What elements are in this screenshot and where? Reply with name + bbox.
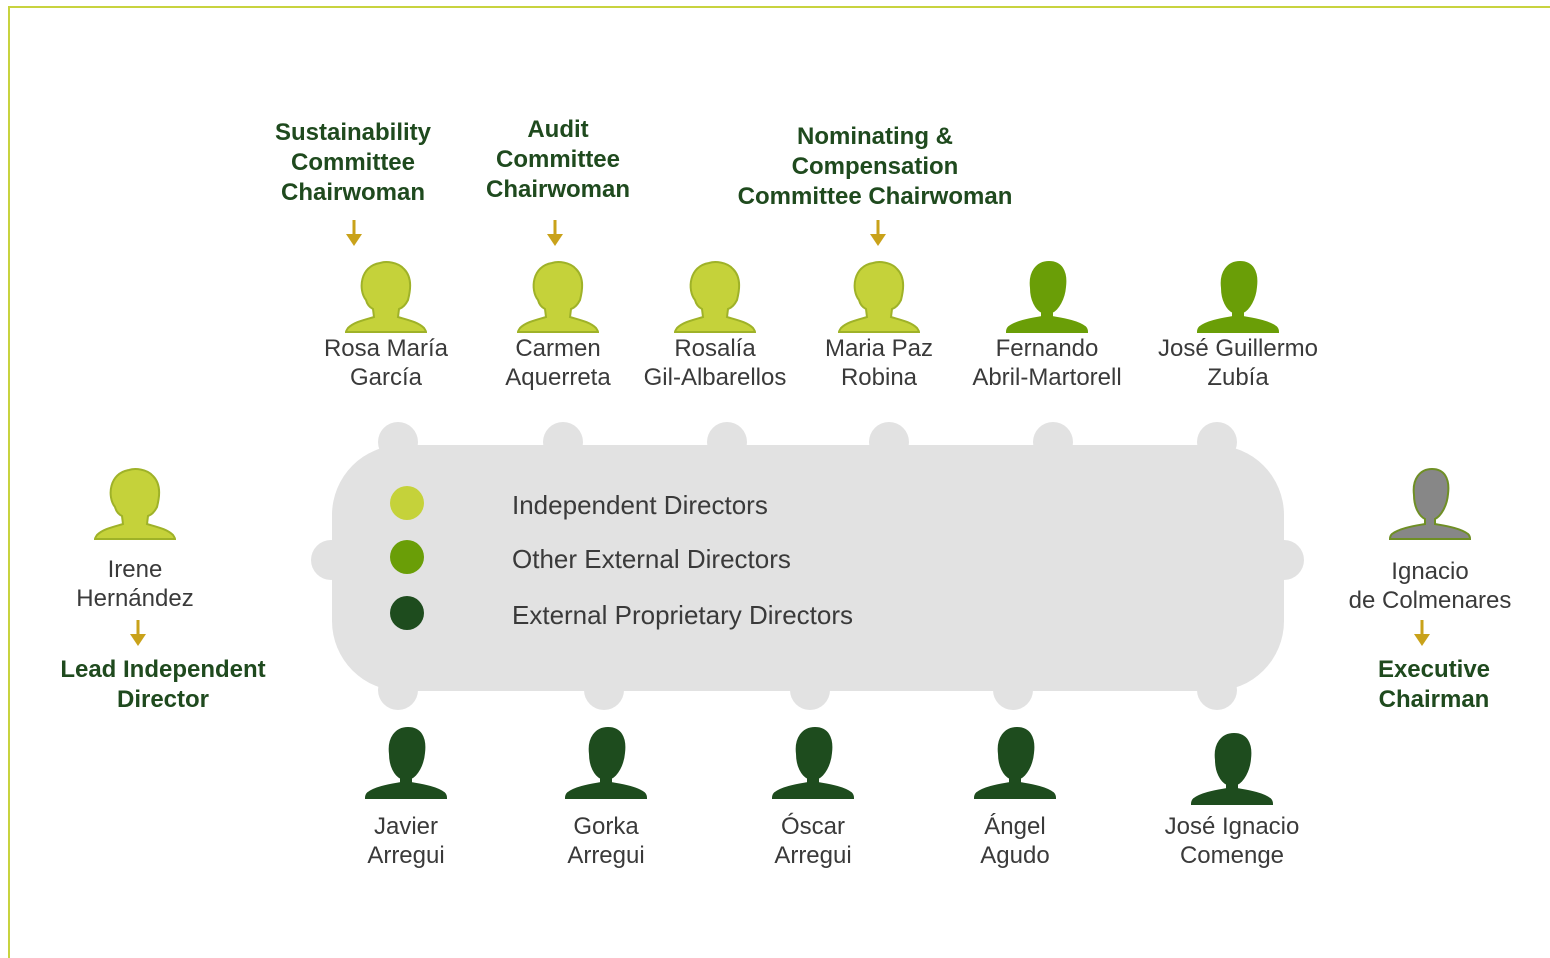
arrow-down-icon [1414, 620, 1430, 646]
director-irene-hernandez: Irene Hernández [45, 461, 225, 613]
frame-border-left [8, 6, 10, 958]
director-name-line1: Gorka [573, 813, 639, 840]
legend-dot-proprietary [390, 596, 424, 630]
female-person-icon [93, 468, 177, 540]
female-person-icon [344, 261, 428, 333]
male-person-icon [1388, 467, 1472, 540]
director-name-line1: Ángel [984, 813, 1046, 840]
role-nominating-chairwoman: Nominating & Compensation Committee Chai… [737, 123, 1013, 210]
director-fernando-abril-martorell: Fernando Abril-Martorell [957, 254, 1137, 392]
arrow-down-icon [547, 220, 563, 246]
director-name-line2: Arregui [774, 842, 852, 869]
frame-border-top [8, 6, 1550, 8]
chair-bottom [584, 670, 624, 710]
chair-bottom [790, 670, 830, 710]
director-maria-paz-robina: Maria Paz Robina [789, 254, 969, 392]
legend-label-proprietary: External Proprietary Directors [512, 600, 853, 630]
male-person-icon [1196, 260, 1280, 333]
legend-label-other-external: Other External Directors [512, 544, 791, 574]
director-name-line2: de Colmenares [1348, 587, 1512, 614]
director-angel-agudo: Ángel Agudo [925, 720, 1105, 870]
director-gorka-arregui: Gorka Arregui [516, 720, 696, 870]
director-jose-ignacio-comenge: José Ignacio Comenge [1142, 726, 1322, 870]
director-name-line2: Arregui [567, 842, 645, 869]
director-name-line1: Maria Paz [824, 335, 934, 362]
director-name-line2: Agudo [980, 842, 1050, 869]
male-person-icon [564, 726, 648, 799]
role-audit-chairwoman: Audit Committee Chairwoman [485, 116, 631, 203]
director-name-line1: Óscar [780, 813, 845, 840]
chair-top [1197, 422, 1237, 462]
male-person-icon [1190, 732, 1274, 805]
chair-top [543, 422, 583, 462]
chair-top [1033, 422, 1073, 462]
chair-bottom [378, 670, 418, 710]
director-rosa-maria-garcia: Rosa María García [296, 254, 476, 392]
director-rosalia-gil-albarellos: Rosalía Gil-Albarellos [625, 254, 805, 392]
director-carmen-aquerreta: Carmen Aquerreta [468, 254, 648, 392]
chair-right [1264, 540, 1304, 580]
director-name-line2: Aquerreta [505, 364, 611, 391]
director-name-line1: José Guillermo [1157, 335, 1319, 362]
director-name-line1: Carmen [515, 335, 601, 362]
table-top [332, 445, 1284, 691]
male-person-icon [973, 726, 1057, 799]
director-oscar-arregui: Óscar Arregui [723, 720, 903, 870]
director-name-line2: García [349, 364, 423, 391]
director-name-line1: Javier [373, 813, 439, 840]
chair-bottom [993, 670, 1033, 710]
chair-top [869, 422, 909, 462]
legend-dot-independent [390, 486, 424, 520]
role-executive-chairman: Executive Chairman [1377, 656, 1491, 713]
arrow-down-icon [870, 220, 886, 246]
legend-label-independent: Independent Directors [512, 490, 768, 520]
director-name-line2: Robina [840, 364, 918, 391]
female-person-icon [673, 261, 757, 333]
director-name-line2: Zubía [1207, 364, 1269, 391]
director-name-line1: Ignacio [1391, 558, 1469, 585]
director-ignacio-de-colmenares: Ignacio de Colmenares [1340, 461, 1520, 615]
director-name-line2: Arregui [367, 842, 445, 869]
female-person-icon [516, 261, 600, 333]
director-name-line2: Hernández [76, 585, 194, 612]
chair-top [378, 422, 418, 462]
director-name-line1: José Ignacio [1164, 813, 1300, 840]
female-person-icon [837, 261, 921, 333]
director-name-line2: Abril-Martorell [972, 364, 1122, 391]
male-person-icon [364, 726, 448, 799]
role-lead-independent-director: Lead Independent Director [60, 656, 266, 713]
director-name-line2: Gil-Albarellos [643, 364, 787, 391]
director-name-line1: Irene [107, 556, 163, 583]
director-name-line1: Rosalía [674, 335, 756, 362]
arrow-down-icon [130, 620, 146, 646]
director-name-line1: Fernando [995, 335, 1099, 362]
chair-bottom [1197, 670, 1237, 710]
role-sustainability-chairwoman: Sustainability Committee Chairwoman [274, 119, 432, 206]
chair-top [707, 422, 747, 462]
director-name-line2: Comenge [1179, 842, 1285, 869]
arrow-down-icon [346, 220, 362, 246]
legend-dot-other-external [390, 540, 424, 574]
male-person-icon [1005, 260, 1089, 333]
director-javier-arregui: Javier Arregui [316, 720, 496, 870]
director-jose-guillermo-zubia: José Guillermo Zubía [1148, 254, 1328, 392]
male-person-icon [771, 726, 855, 799]
chair-left [311, 540, 351, 580]
director-name-line1: Rosa María [323, 335, 449, 362]
